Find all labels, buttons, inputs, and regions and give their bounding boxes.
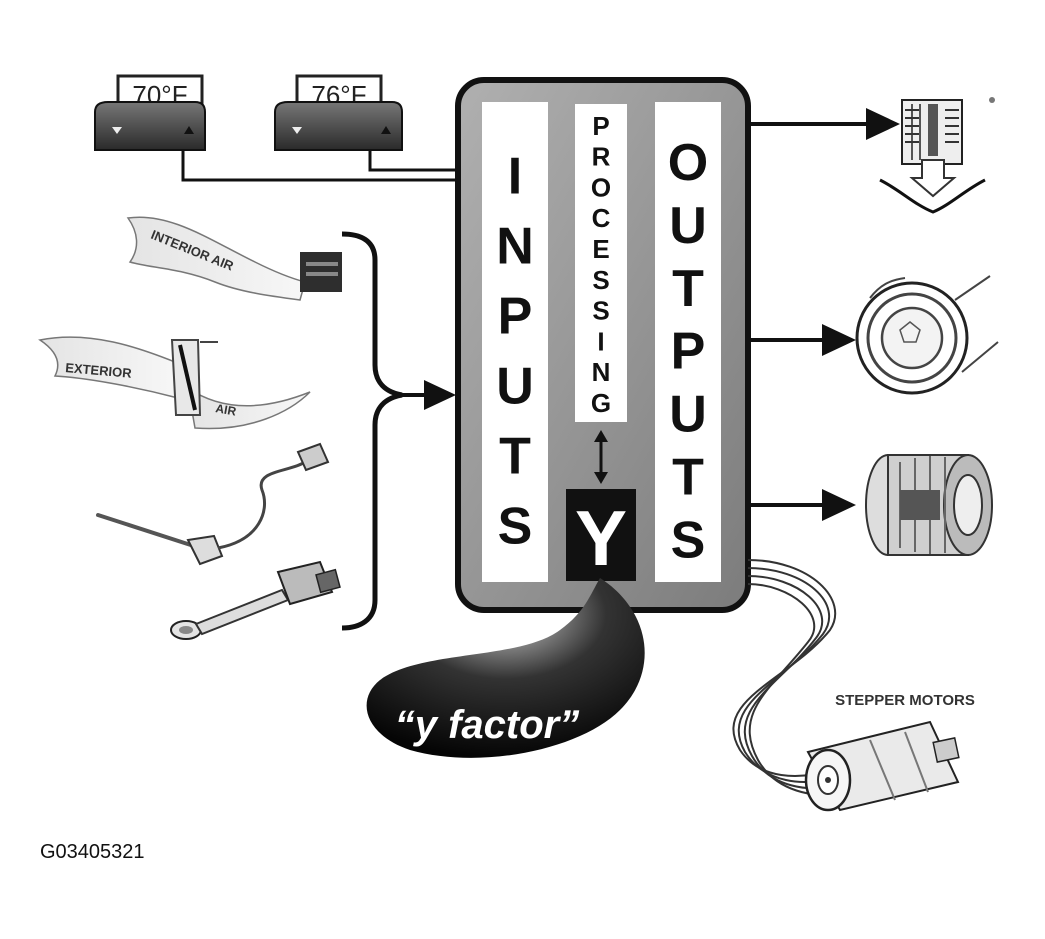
processing-column-letter: N [592, 357, 611, 387]
outputs-column-letter: U [669, 197, 707, 255]
processing-column [575, 104, 627, 422]
processing-column-letter: E [592, 234, 609, 264]
outputs-column-letter: U [669, 386, 707, 444]
thermostat-1: 70°F [94, 74, 206, 151]
interior-air-sensor: INTERIOR AIR [126, 216, 342, 301]
output-arrow-3-head [822, 489, 856, 521]
processing-column-letter: I [597, 326, 604, 356]
blower-motor-icon [855, 275, 999, 395]
input-arrow-head [424, 380, 456, 410]
stepper-motor-wires [732, 559, 841, 797]
exterior-sensor-element [178, 344, 197, 411]
arrow-down-icon [594, 472, 608, 484]
inputs-column-letter: I [508, 148, 522, 206]
probe-wire [217, 460, 306, 550]
interior-air-ribbon [126, 216, 306, 301]
inputs-column-letter: N [496, 218, 534, 276]
probe-rod [96, 513, 202, 550]
input-brace [341, 231, 403, 631]
inputs-column-letter: U [496, 358, 534, 416]
y-factor-label: “y factor” [395, 703, 580, 747]
thermostat-1-body [94, 101, 206, 151]
exterior-air-sensor: EXTERIOR AIR [38, 336, 311, 430]
sensor-plug [315, 568, 341, 594]
processing-column-letter: G [591, 388, 611, 418]
outputs-column-letter: T [672, 260, 704, 318]
outputs-column [655, 102, 721, 582]
sensor-stem [194, 588, 290, 636]
figure-code: G03405321 [40, 841, 145, 863]
processing-column-letter: O [591, 172, 611, 202]
exterior-air-ribbon-left [38, 336, 179, 399]
output-arrow-1-head [866, 108, 900, 140]
thermostat-2: 76°F [274, 74, 403, 151]
temperature-probe-sensor [96, 442, 330, 566]
thermostat-2-wire [368, 150, 460, 172]
exterior-label: EXTERIOR [65, 360, 133, 381]
thermostat-1-up-icon [184, 126, 194, 134]
valve-actuator-icon [879, 97, 995, 214]
outputs-column-letter: P [671, 323, 706, 381]
processing-column-letter: P [592, 111, 609, 141]
thermostat-2-down-icon [292, 127, 302, 134]
processing-column-letter: S [592, 265, 609, 295]
y-box-label: Y [575, 494, 627, 582]
processing-column-letter: R [592, 142, 611, 172]
probe-body [186, 534, 224, 566]
processing-column-letter: C [592, 203, 611, 233]
inputs-column-letter: S [498, 498, 533, 556]
outputs-column-letter: O [668, 134, 708, 192]
outputs-column-letter: S [671, 511, 706, 569]
arrow-up-icon [594, 430, 608, 442]
stepper-motors-label: STEPPER MOTORS [835, 692, 975, 709]
probe-connector [296, 442, 330, 472]
thermostat-1-wire [181, 150, 460, 182]
inputs-column [482, 102, 548, 582]
exterior-air-ribbon-right [186, 386, 311, 430]
thermostat-2-up-icon [381, 126, 391, 134]
coolant-temperature-sensor [170, 560, 341, 640]
inputs-column-letter: P [498, 288, 533, 346]
stepper-motor-icon [804, 720, 960, 812]
compressor-clutch-icon [865, 454, 993, 556]
processing-column-letter: S [592, 296, 609, 326]
y-factor-blob [366, 578, 645, 758]
inputs-column-letter: T [499, 428, 531, 486]
sensor-head [276, 560, 334, 606]
outputs-column-letter: T [672, 448, 704, 506]
y-factor-callout: “y factor” [366, 578, 645, 758]
y-box [566, 489, 636, 581]
thermostat-2-body [274, 101, 403, 151]
thermostat-1-down-icon [112, 127, 122, 134]
air-label: AIR [214, 401, 237, 418]
output-arrow-2-head [822, 324, 856, 356]
